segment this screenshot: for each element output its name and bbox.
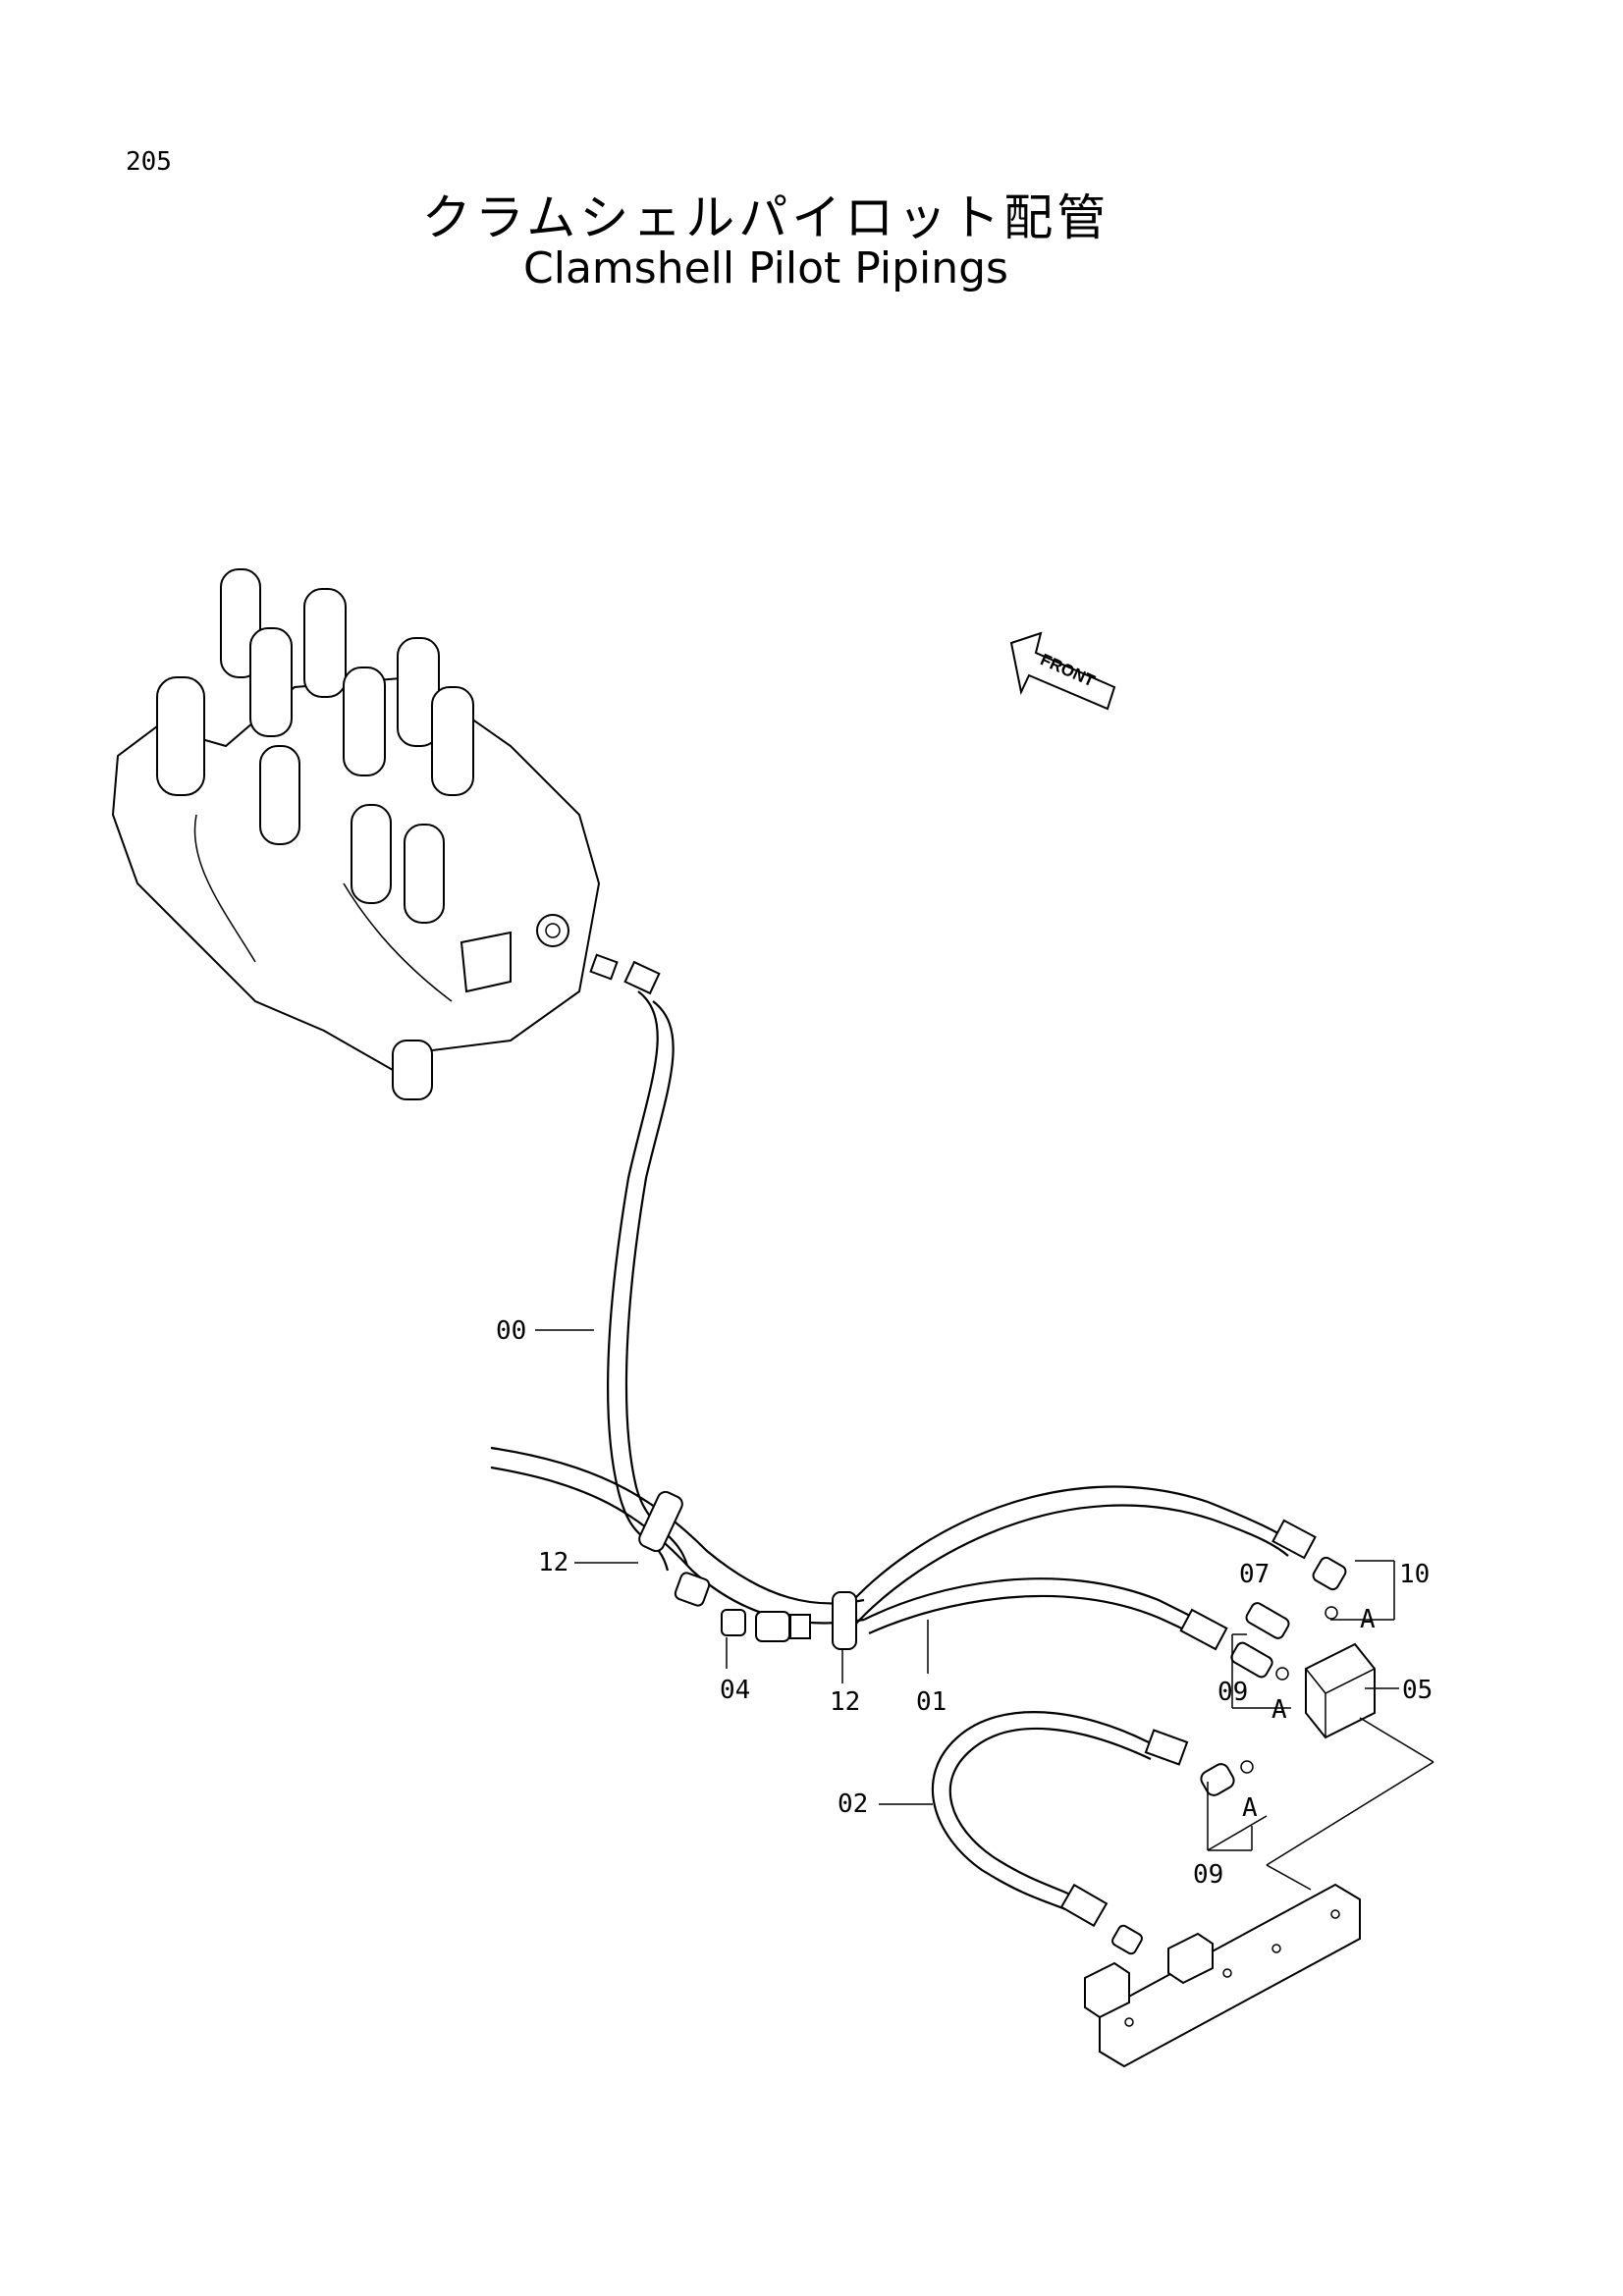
control-valve-illustration [111, 568, 601, 1100]
diagram-title-english: Clamshell Pilot Pipings [523, 243, 1008, 294]
adapter-block-05 [1230, 1556, 1376, 1774]
callout-01: 01 [916, 1687, 947, 1717]
leader-lines [535, 1329, 1434, 1891]
hose-bundle [490, 1446, 1317, 1651]
reference-a-lower: A [1242, 1793, 1258, 1823]
callout-09-upper: 09 [1217, 1678, 1248, 1707]
clamp-12 [638, 1490, 857, 1650]
callout-05: 05 [1402, 1676, 1433, 1705]
callout-07: 07 [1239, 1560, 1270, 1589]
hose-02 [931, 1711, 1235, 1955]
callout-04: 04 [720, 1676, 750, 1705]
reference-a-middle: A [1271, 1695, 1287, 1725]
callout-12-left: 12 [538, 1548, 568, 1577]
callout-02: 02 [838, 1789, 868, 1819]
fittings-04 [674, 1572, 811, 1642]
front-arrow: FRONT [1009, 631, 1116, 711]
callout-09-lower: 09 [1193, 1860, 1223, 1890]
callout-10: 10 [1399, 1560, 1430, 1589]
callout-12-bottom: 12 [830, 1687, 860, 1717]
page-number: 205 [126, 147, 172, 177]
reference-a-upper: A [1360, 1605, 1376, 1634]
callout-00: 00 [496, 1316, 526, 1346]
bracket-plate [1084, 1883, 1361, 2068]
diagram-title-japanese: クラムシェルパイロット配管 [421, 189, 1110, 246]
